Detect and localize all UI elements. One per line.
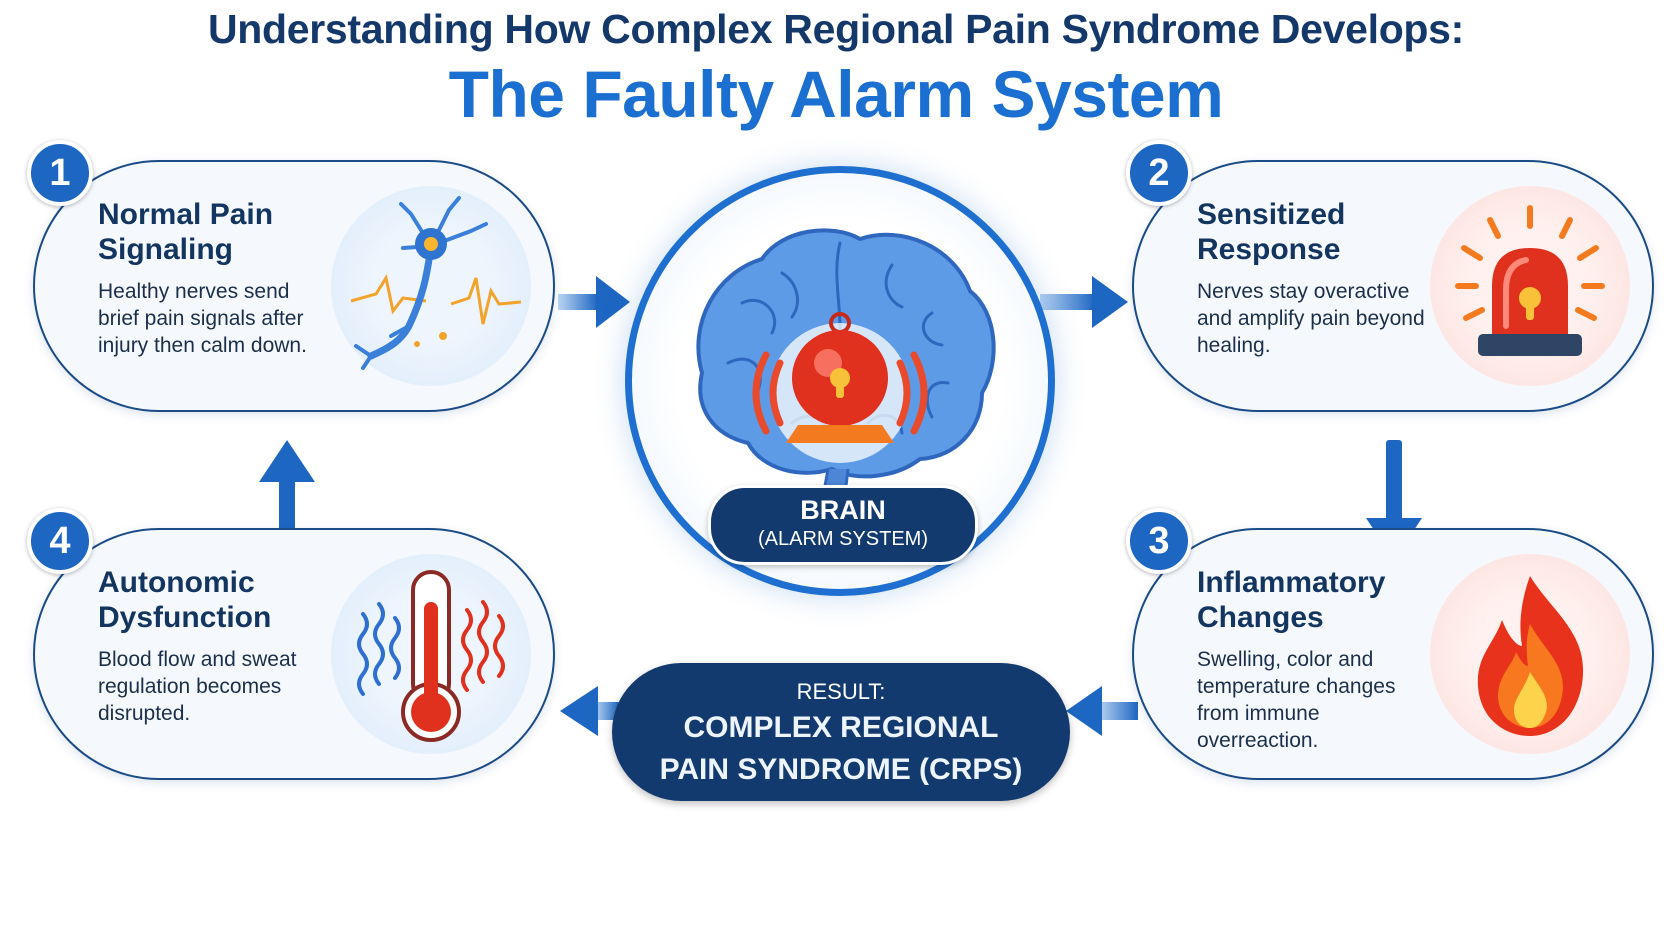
step-description: Blood flow and sweat regulation becomes …	[98, 648, 297, 725]
step-title: Normal Pain Signaling	[98, 198, 274, 266]
siren-icon	[1430, 186, 1630, 386]
step-title: Inflammatory Changes	[1197, 566, 1386, 634]
step-description: Healthy nerves send brief pain signals a…	[98, 280, 307, 357]
neuron-icon	[331, 186, 531, 386]
arrow-step1-to-brain	[558, 276, 630, 328]
result-line-1: COMPLEX REGIONAL	[683, 711, 999, 744]
step-number-badge: 2	[1126, 140, 1192, 206]
brain-label-subtitle: (ALARM SYSTEM)	[757, 528, 929, 550]
step-description: Nerves stay overactive and amplify pain …	[1197, 280, 1425, 357]
step-number-badge: 4	[27, 508, 93, 574]
alarm-bell-icon	[752, 312, 928, 463]
step-title: Sensitized Response	[1197, 198, 1346, 266]
arrow-brain-to-step2	[1040, 276, 1128, 328]
arrow-result-to-step4	[560, 686, 620, 736]
result-line-2: PAIN SYNDROME (CRPS)	[659, 753, 1023, 786]
page-subtitle: The Faulty Alarm System	[448, 57, 1224, 131]
step-title: Autonomic Dysfunction	[98, 566, 272, 634]
step-number-badge: 1	[27, 140, 93, 206]
result-kicker: RESULT:	[796, 679, 886, 704]
arrow-step3-to-result	[1066, 686, 1138, 736]
result-box: RESULT: COMPLEX REGIONAL PAIN SYNDROME (…	[612, 663, 1070, 801]
step-number-badge: 3	[1126, 508, 1192, 574]
flame-icon	[1430, 554, 1630, 754]
brain-label-title: BRAIN	[800, 495, 886, 525]
step-card-inflammatory-changes: Inflammatory Changes Swelling, color and…	[1126, 508, 1654, 780]
page-title: Understanding How Complex Regional Pain …	[207, 6, 1465, 52]
step-card-sensitized-response: Sensitized Response Nerves stay overacti…	[1126, 140, 1654, 412]
step-card-autonomic-dysfunction: Autonomic Dysfunction Blood flow and swe…	[27, 508, 555, 780]
step-description: Swelling, color and temperature changes …	[1197, 648, 1396, 752]
step-card-normal-pain-signaling: Normal Pain Signaling Healthy nerves sen…	[27, 140, 555, 412]
brain-label: BRAIN (ALARM SYSTEM)	[708, 485, 978, 565]
thermometer-icon	[331, 554, 531, 754]
